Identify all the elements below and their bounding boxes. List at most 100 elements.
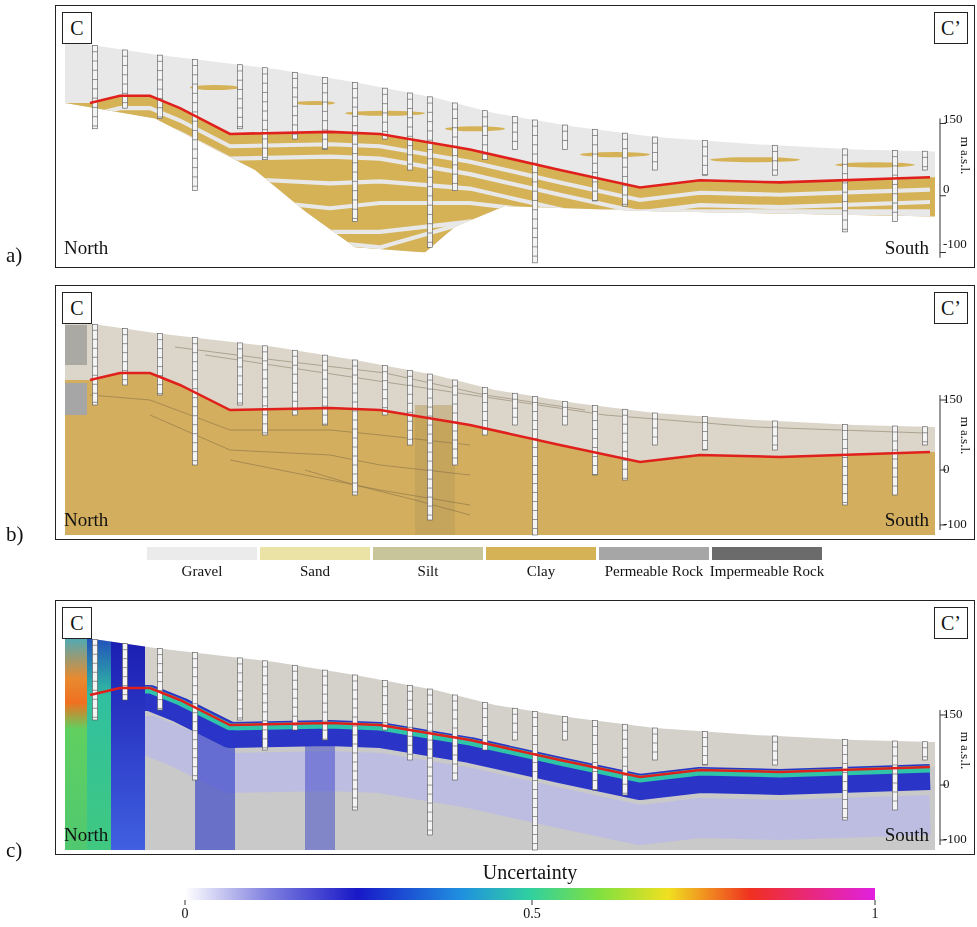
borehole bbox=[93, 46, 98, 129]
borehole-log-ticks bbox=[513, 123, 518, 142]
legend-label: Silt bbox=[418, 563, 439, 580]
borehole-log-ticks bbox=[513, 399, 518, 417]
borehole-log-ticks bbox=[238, 664, 243, 718]
axis-unit: m a.s.l. bbox=[958, 136, 973, 174]
axis-tick-label: 150 bbox=[943, 392, 963, 407]
borehole bbox=[93, 324, 98, 405]
borehole-log-ticks bbox=[483, 117, 488, 154]
borehole-log-ticks bbox=[158, 655, 163, 709]
borehole bbox=[703, 732, 708, 766]
borehole-log-ticks bbox=[653, 419, 658, 437]
borehole bbox=[893, 741, 898, 810]
borehole-log-ticks bbox=[193, 659, 198, 776]
borehole-log-ticks bbox=[923, 157, 928, 166]
borehole-log-ticks bbox=[383, 94, 388, 131]
borehole-log-ticks bbox=[353, 366, 358, 492]
borehole bbox=[533, 120, 538, 263]
borehole-log-ticks bbox=[193, 344, 198, 461]
colorbar-tick-label: 0.5 bbox=[523, 906, 541, 922]
borehole-log-ticks bbox=[93, 52, 98, 126]
borehole-log-ticks bbox=[703, 147, 708, 175]
borehole bbox=[563, 125, 568, 149]
borehole-log-ticks bbox=[323, 676, 328, 739]
borehole bbox=[843, 149, 848, 232]
borehole bbox=[653, 728, 658, 760]
cross-section-panel: NorthSouthCC’ bbox=[55, 285, 975, 540]
borehole-log-ticks bbox=[653, 143, 658, 162]
panel-letter: c) bbox=[6, 838, 22, 862]
legend-label: Sand bbox=[300, 563, 330, 580]
axis-tick-label: 150 bbox=[943, 707, 963, 722]
borehole-log-ticks bbox=[773, 151, 778, 170]
axis-tick-label: -100 bbox=[943, 237, 967, 252]
borehole-log-ticks bbox=[513, 714, 518, 732]
borehole bbox=[158, 334, 163, 395]
borehole bbox=[193, 338, 198, 465]
borehole-log-ticks bbox=[323, 361, 328, 424]
legend-swatch bbox=[599, 547, 709, 560]
borehole bbox=[563, 401, 568, 425]
compass-label: North bbox=[64, 237, 108, 259]
borehole bbox=[93, 639, 98, 720]
cross-section-c bbox=[55, 600, 975, 855]
colorbar-title: Uncertainty bbox=[483, 861, 577, 884]
section-end-box: C bbox=[62, 607, 92, 639]
borehole-log-ticks bbox=[593, 727, 598, 790]
borehole-log-ticks bbox=[843, 746, 848, 818]
borehole-log-ticks bbox=[353, 681, 358, 807]
borehole bbox=[383, 681, 388, 730]
colorbar-tick-label: 1 bbox=[872, 906, 879, 922]
borehole-log-ticks bbox=[773, 427, 778, 445]
borehole bbox=[353, 675, 358, 810]
section-end-letter: C’ bbox=[935, 296, 967, 320]
borehole-log-ticks bbox=[428, 103, 433, 242]
borehole-log-ticks bbox=[93, 645, 98, 717]
borehole-log-ticks bbox=[893, 157, 898, 213]
borehole bbox=[263, 68, 268, 160]
legend-swatch bbox=[260, 547, 370, 560]
colorbar-tick-label: 0 bbox=[182, 906, 189, 922]
borehole bbox=[623, 133, 628, 206]
axis-tick-label: 0 bbox=[943, 777, 950, 792]
borehole-log-ticks bbox=[293, 671, 298, 725]
legend-swatch bbox=[712, 547, 822, 560]
borehole bbox=[353, 360, 358, 495]
borehole bbox=[703, 417, 708, 451]
section-end-box: C’ bbox=[934, 12, 968, 44]
borehole-log-ticks bbox=[158, 340, 163, 394]
borehole bbox=[563, 716, 568, 740]
borehole bbox=[513, 117, 518, 150]
panel-letter: b) bbox=[6, 522, 24, 546]
borehole bbox=[533, 397, 538, 536]
borehole bbox=[593, 721, 598, 791]
legend-swatch bbox=[373, 547, 483, 560]
section-end-box: C’ bbox=[934, 292, 968, 324]
borehole bbox=[623, 724, 628, 795]
legend-label: Gravel bbox=[182, 563, 223, 580]
borehole-log-ticks bbox=[563, 407, 568, 416]
axis-unit: m a.s.l. bbox=[958, 416, 973, 454]
legend-swatch bbox=[147, 547, 257, 560]
borehole-log-ticks bbox=[623, 415, 628, 478]
borehole bbox=[428, 374, 433, 520]
borehole bbox=[408, 93, 413, 170]
borehole bbox=[923, 151, 928, 170]
legend-label: Impermeable Rock bbox=[710, 563, 825, 580]
panel-letter: a) bbox=[6, 243, 22, 267]
borehole-log-ticks bbox=[238, 349, 243, 403]
borehole bbox=[703, 141, 708, 176]
borehole-log-ticks bbox=[533, 718, 538, 844]
borehole bbox=[923, 742, 928, 760]
borehole bbox=[323, 77, 328, 149]
borehole bbox=[653, 413, 658, 445]
borehole-log-ticks bbox=[238, 71, 243, 127]
borehole-log-ticks bbox=[843, 155, 848, 229]
borehole-log-ticks bbox=[593, 135, 598, 200]
borehole-log-ticks bbox=[533, 126, 538, 256]
borehole bbox=[773, 421, 778, 450]
borehole bbox=[843, 740, 848, 821]
section-end-box: C bbox=[62, 12, 92, 44]
borehole bbox=[513, 708, 518, 740]
borehole-log-ticks bbox=[533, 403, 538, 529]
borehole-log-ticks bbox=[563, 722, 568, 731]
